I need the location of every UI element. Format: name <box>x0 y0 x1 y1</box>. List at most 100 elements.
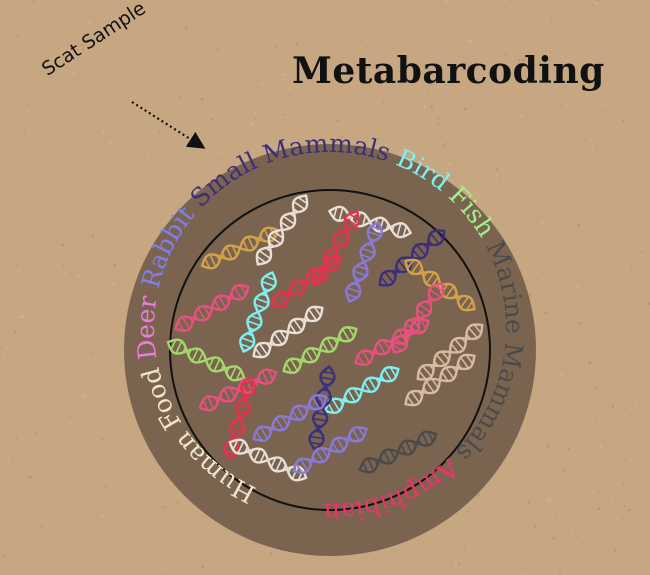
paper-speckle <box>430 105 434 109</box>
paper-speckle <box>554 86 558 89</box>
paper-speckle <box>6 391 8 393</box>
paper-speckle <box>561 138 563 140</box>
paper-speckle <box>533 241 535 244</box>
paper-speckle <box>104 484 108 488</box>
paper-speckle <box>610 33 612 35</box>
paper-speckle <box>179 20 183 24</box>
dna-rung <box>202 399 209 411</box>
paper-speckle <box>15 437 18 440</box>
dna-helix-group <box>166 194 484 482</box>
paper-speckle <box>51 427 54 430</box>
paper-speckle <box>179 525 181 528</box>
dna-strand <box>328 205 412 239</box>
dna-rung <box>275 458 283 472</box>
paper-speckle <box>38 131 42 134</box>
dna-rung <box>299 458 309 472</box>
paper-speckle <box>521 58 525 62</box>
dna-rung <box>416 309 427 317</box>
paper-speckle <box>540 220 544 224</box>
dna-rung <box>253 448 261 462</box>
dna-strand <box>324 367 400 413</box>
dna-rung <box>336 437 345 451</box>
paper-speckle <box>574 7 576 9</box>
dna-rung <box>250 315 262 321</box>
paper-speckle <box>1 2 4 5</box>
dna-rung <box>305 349 314 363</box>
paper-speckle <box>16 34 19 37</box>
dna-rung <box>207 396 215 410</box>
paper-speckle <box>622 504 626 508</box>
paper-speckle <box>595 113 599 116</box>
paper-speckle <box>636 535 640 539</box>
paper-speckle <box>580 67 583 70</box>
paper-speckle <box>550 19 554 23</box>
dna-rung <box>363 381 371 393</box>
dna-rung <box>255 297 269 304</box>
paper-speckle <box>206 70 209 73</box>
paper-speckle <box>101 424 104 426</box>
dna-rung <box>285 362 293 374</box>
dna-rung <box>247 320 261 327</box>
paper-speckle <box>597 507 601 510</box>
paper-speckle <box>499 18 501 20</box>
paper-speckle <box>517 58 521 62</box>
dna-rung <box>435 353 446 366</box>
dna-rung <box>289 323 297 334</box>
dna-rung <box>465 300 474 311</box>
paper-speckle <box>628 555 631 558</box>
paper-speckle <box>520 114 524 118</box>
paper-speckle <box>581 453 584 456</box>
dna-rung <box>258 343 268 356</box>
paper-speckle <box>515 563 517 564</box>
paper-speckle <box>187 105 191 109</box>
paper-speckle <box>429 45 432 48</box>
paper-speckle <box>241 79 244 83</box>
paper-speckle <box>448 115 452 119</box>
paper-speckle <box>545 156 547 159</box>
dna-rung <box>433 284 444 293</box>
dna-rung <box>261 370 269 384</box>
paper-speckle <box>28 475 32 479</box>
paper-speckle <box>344 89 347 92</box>
paper-speckle <box>579 321 582 325</box>
paper-speckle <box>161 566 165 570</box>
dna-rung <box>297 196 308 205</box>
dna-rung <box>256 255 267 264</box>
dna-strand <box>223 376 257 460</box>
dna-rung <box>181 316 191 330</box>
paper-speckle <box>545 380 548 383</box>
paper-speckle <box>184 564 186 566</box>
paper-speckle <box>83 394 87 397</box>
dna-rung <box>321 341 329 353</box>
paper-speckle <box>201 565 205 569</box>
paper-speckle <box>116 125 118 127</box>
dna-rung <box>397 259 408 272</box>
dna-rung <box>431 378 439 389</box>
dna-strand <box>358 433 438 471</box>
paper-speckle <box>216 47 219 51</box>
paper-speckle <box>638 465 640 467</box>
paper-speckle <box>360 45 363 49</box>
paper-speckle <box>119 481 121 483</box>
paper-speckle <box>382 100 385 104</box>
paper-speckle <box>33 334 35 336</box>
paper-speckle <box>295 43 299 46</box>
paper-speckle <box>27 104 31 107</box>
dna-rung <box>389 449 396 460</box>
paper-speckle <box>437 86 440 89</box>
paper-speckle <box>276 61 278 63</box>
paper-speckle <box>599 445 602 449</box>
dna-rung <box>425 272 435 285</box>
paper-speckle <box>229 64 231 67</box>
dna-rung <box>239 284 247 296</box>
dna-rung <box>326 258 336 271</box>
paper-speckle <box>122 421 125 424</box>
dna-rung <box>353 270 367 277</box>
paper-speckle <box>109 141 112 144</box>
dna-rung <box>348 213 360 221</box>
dna-rung <box>191 348 199 362</box>
paper-speckle <box>622 518 626 521</box>
paper-speckle <box>371 45 373 48</box>
paper-speckle <box>629 267 633 271</box>
dna-strand <box>270 256 342 308</box>
